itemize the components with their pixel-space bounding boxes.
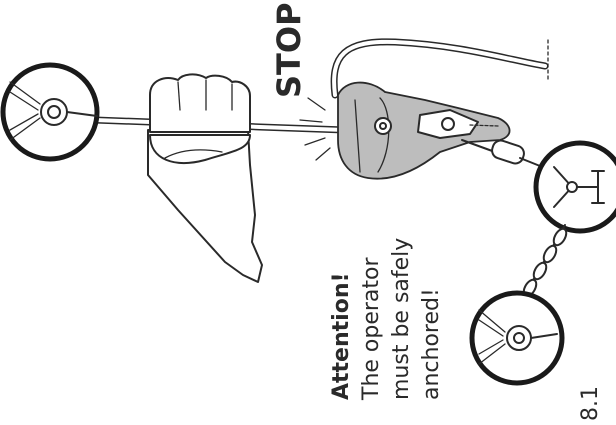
warning-heading: Attention!	[329, 272, 354, 400]
warning-text: Attention! The operator must be safely a…	[329, 238, 444, 401]
figure-number: 8.1	[578, 386, 603, 421]
warning-line-3: anchored!	[419, 288, 444, 400]
stop-label: STOP!	[270, 0, 308, 98]
chain-icon	[521, 225, 569, 298]
anchor-sling-icon	[3, 65, 97, 159]
fist-icon	[148, 74, 262, 282]
anchor-sling-icon	[472, 293, 562, 383]
y-lanyard-icon	[536, 143, 616, 231]
warning-line-2: must be safely	[389, 238, 414, 400]
warning-line-1: The operator	[359, 257, 384, 401]
rope-clamp-device-icon	[338, 83, 545, 179]
